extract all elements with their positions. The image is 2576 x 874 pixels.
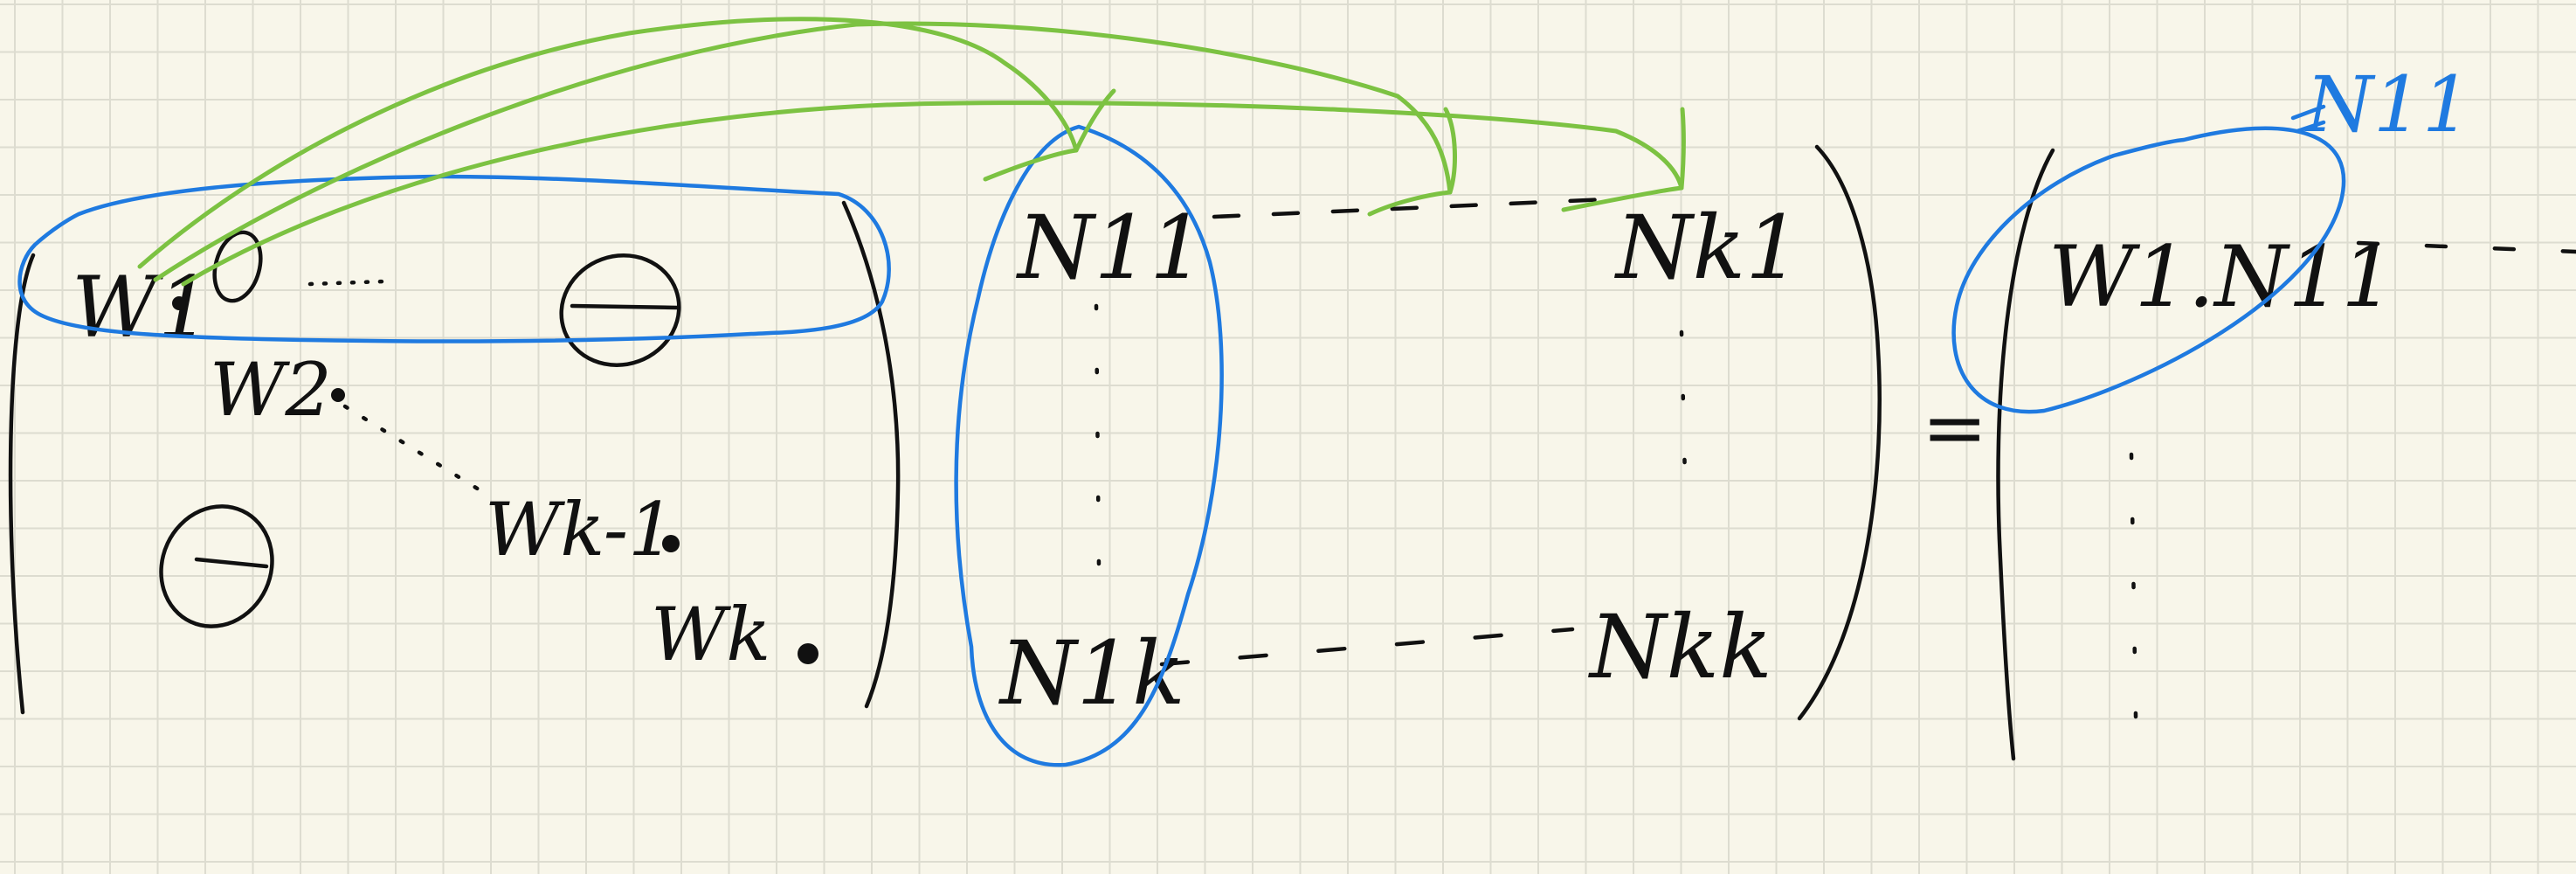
zero-top-right — [559, 253, 681, 367]
dot — [798, 643, 818, 664]
annotation-arrow — [2290, 104, 2326, 134]
first-column-highlight — [954, 124, 1224, 767]
result-open-bracket — [1996, 148, 2055, 761]
n-entry-nk1: Nk1 — [1614, 197, 1801, 299]
diag-entry-w2: W2 — [210, 347, 332, 433]
diag-entry-w1: W1 — [72, 259, 211, 357]
dot — [331, 388, 345, 402]
result-annotation-n11: N11 — [2304, 59, 2471, 149]
dot — [662, 535, 680, 552]
zero-top-left — [212, 230, 263, 303]
left-matrix-close-bracket — [841, 200, 901, 709]
equals-sign: = — [1922, 382, 1987, 474]
n-entry-n1k: N1k — [998, 622, 1185, 725]
green-arrow-3 — [181, 101, 1684, 287]
top-dots — [307, 279, 387, 287]
n-entry-nkk: Nkk — [1588, 596, 1772, 698]
dot — [172, 296, 186, 310]
green-arrow-2 — [153, 21, 1453, 282]
green-arrow-1 — [137, 17, 1079, 269]
col1-dots — [1094, 303, 1102, 571]
zero-bottom-left — [159, 504, 274, 628]
diag-entry-wk-1: Wk-1 — [485, 487, 675, 572]
diag-entry-wk: Wk — [651, 592, 770, 677]
row1-dashes — [1212, 197, 1610, 219]
green-arrowhead-1 — [983, 88, 1116, 182]
diagonal-dots — [342, 404, 481, 492]
n-entry-n11: N11 — [1016, 197, 1205, 299]
green-arrowhead-2 — [1367, 107, 1457, 217]
right-matrix-close-bracket — [1797, 144, 1882, 721]
result-col-dots — [2129, 452, 2138, 719]
green-arrowhead-3 — [1561, 107, 1686, 212]
left-matrix-open-bracket — [8, 253, 36, 715]
result-entry-w1-n11: W1.N11 — [2048, 228, 2394, 326]
colk-dots — [1679, 329, 1689, 518]
rowk-dashes — [1159, 627, 1575, 667]
result-entry-highlight — [1951, 126, 2346, 414]
